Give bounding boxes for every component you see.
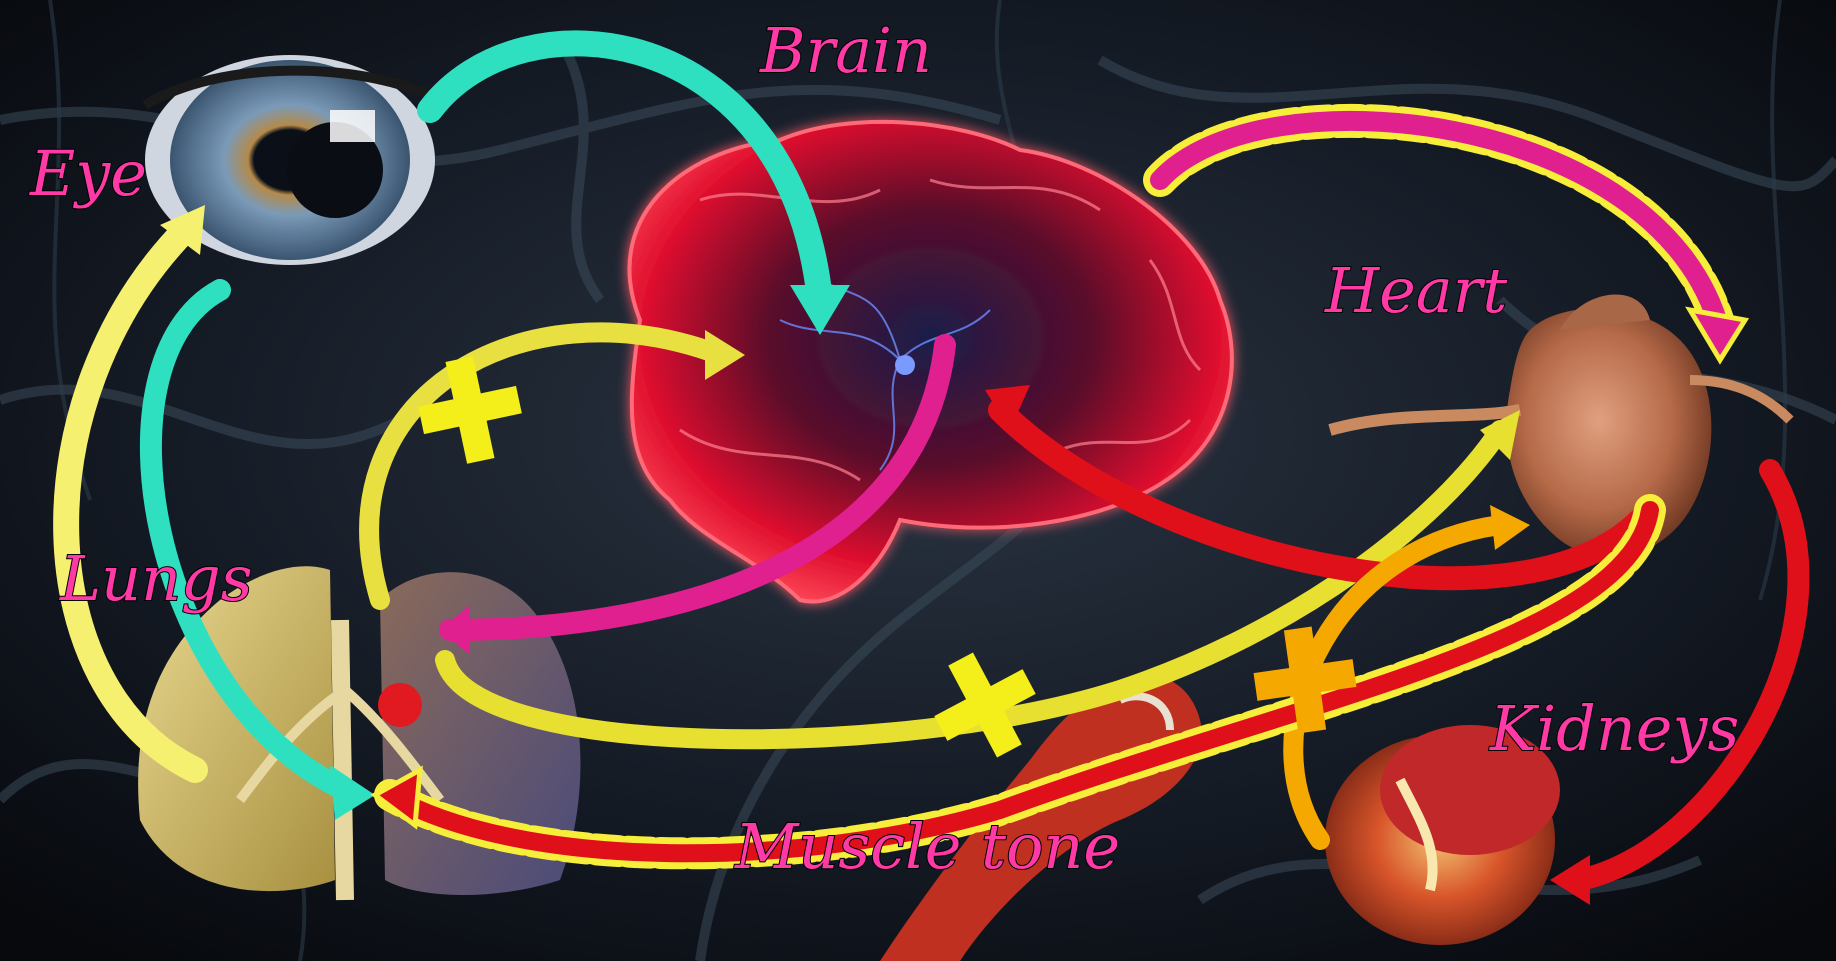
- label-kidneys: Kidneys: [1489, 692, 1739, 765]
- label-eye: Eye: [29, 137, 147, 210]
- label-lungs: Lungs: [59, 542, 253, 615]
- label-brain: Brain: [759, 14, 932, 87]
- label-muscle-tone: Muscle tone: [734, 810, 1120, 883]
- label-heart: Heart: [1324, 254, 1507, 327]
